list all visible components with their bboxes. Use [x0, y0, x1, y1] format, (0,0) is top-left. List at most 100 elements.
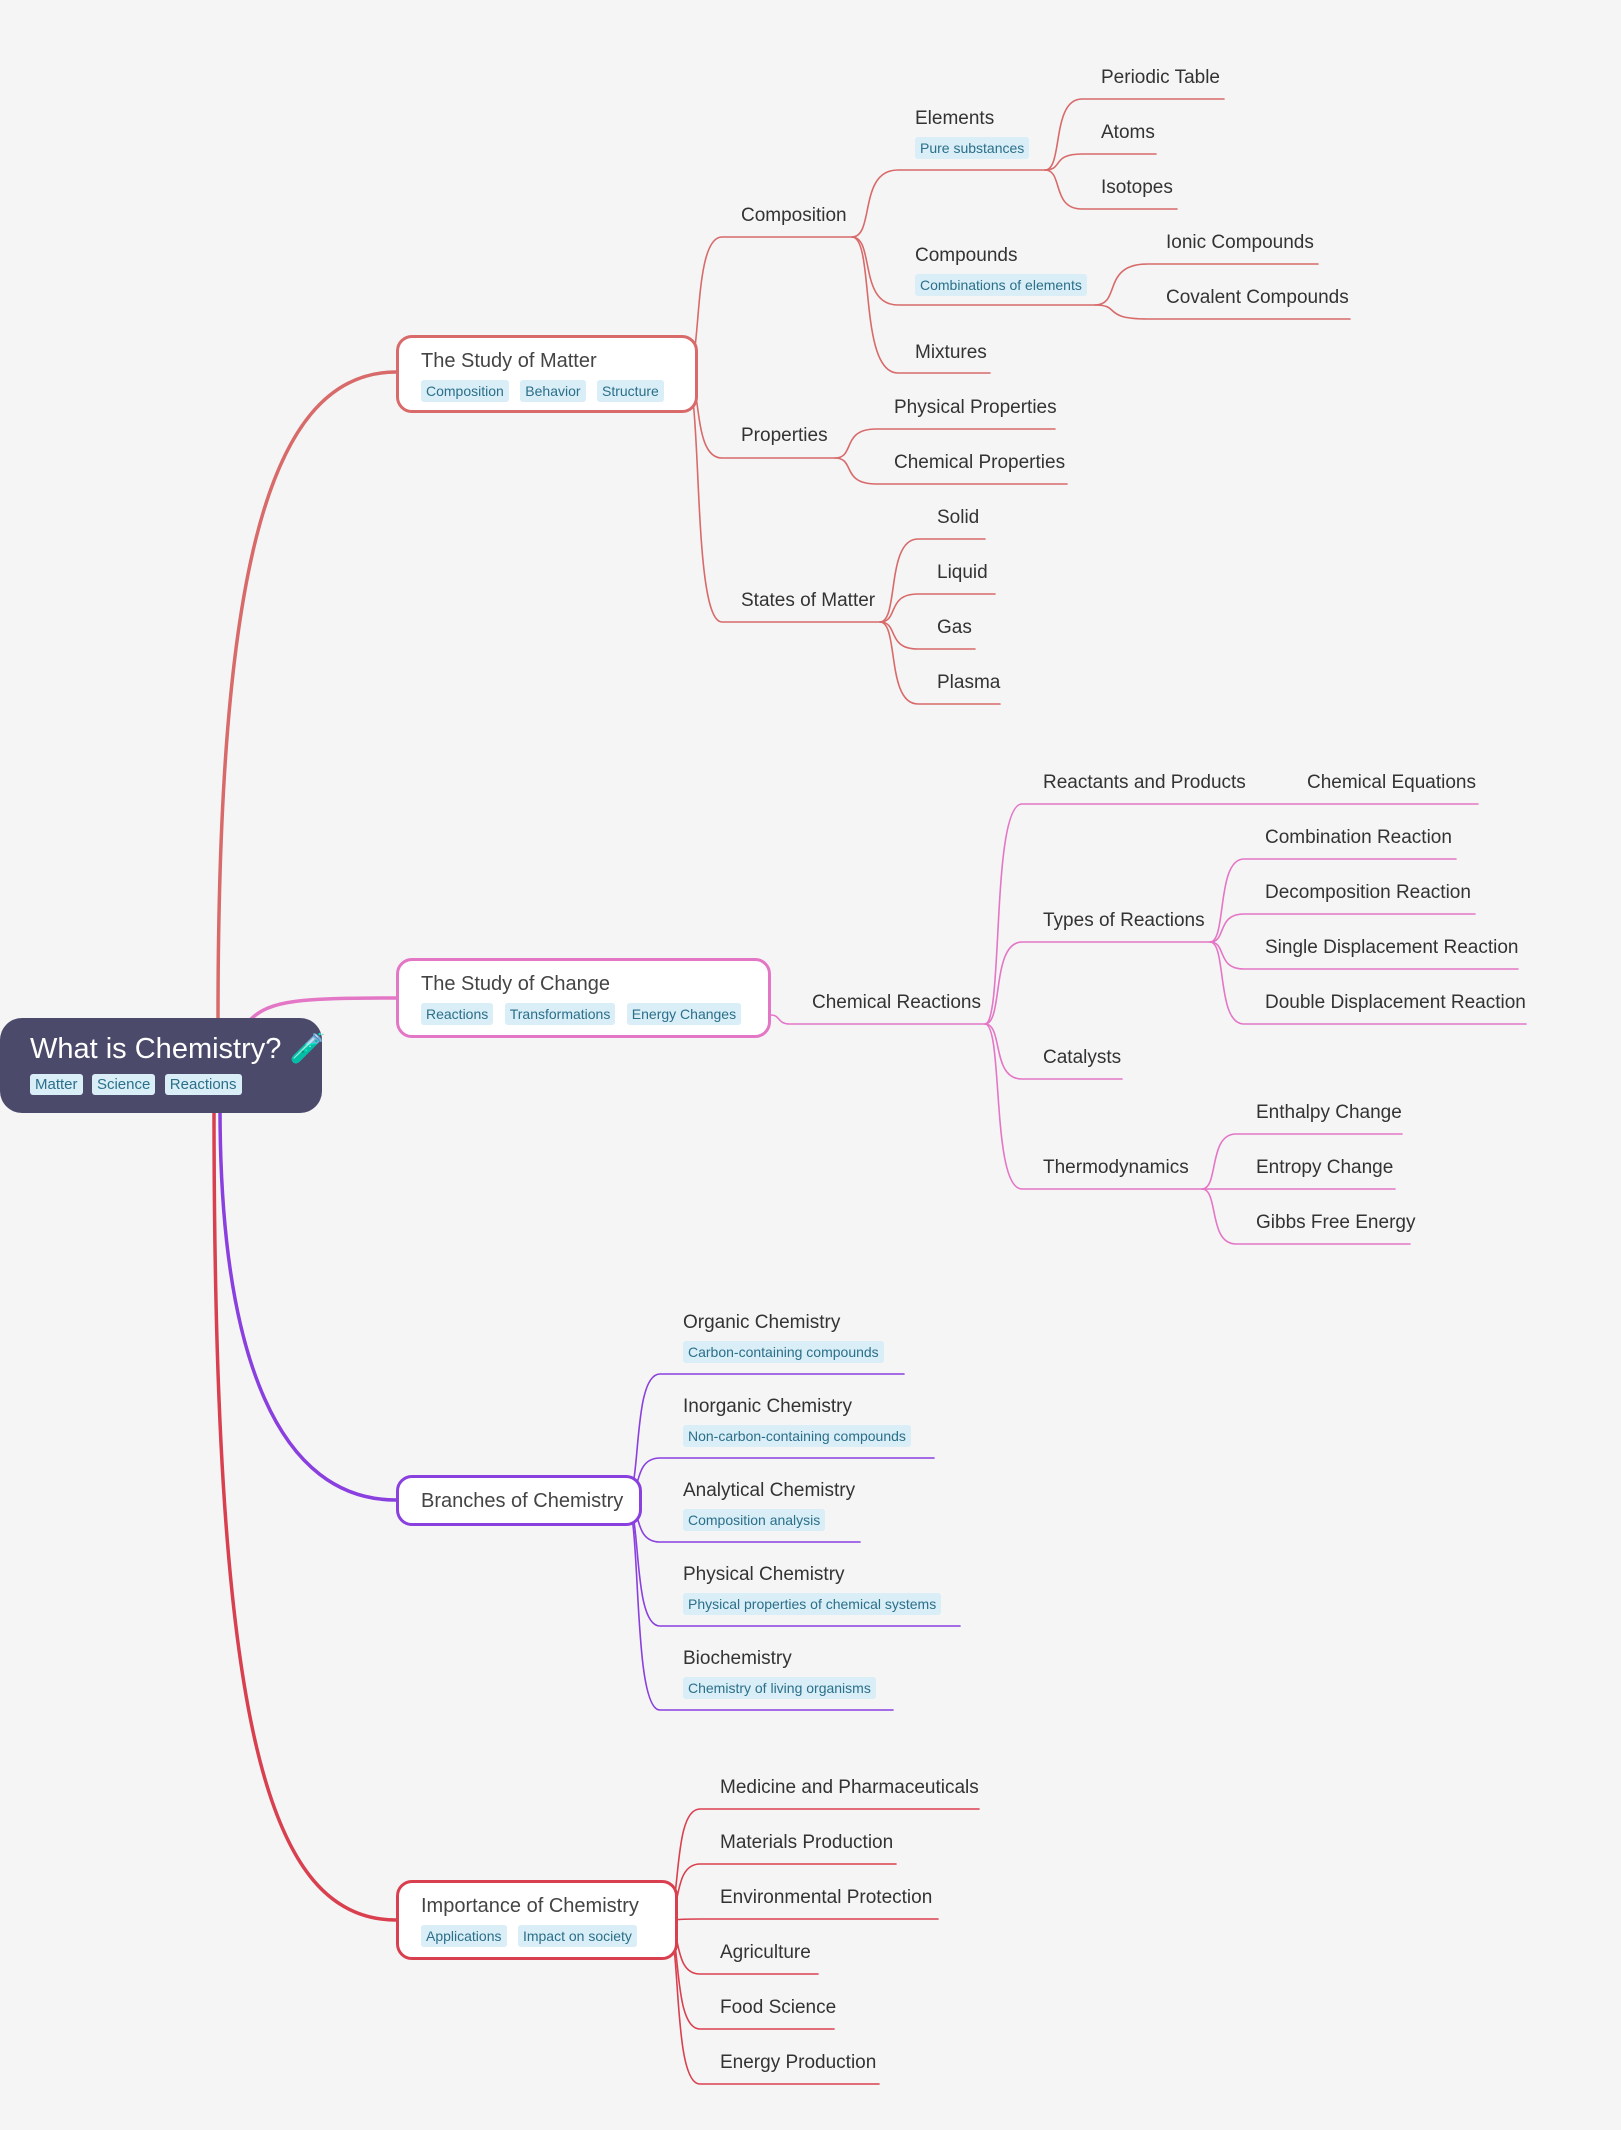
subtopic-mixtures[interactable]: Mixtures — [915, 342, 987, 363]
subtopic-isotopes[interactable]: Isotopes — [1101, 177, 1173, 198]
connector-line — [984, 803, 1479, 1025]
note-tag: Carbon-containing compounds — [683, 1341, 884, 1363]
subtopic-medicine[interactable]: Medicine and Pharmaceuticals — [720, 1777, 979, 1798]
root-connector — [248, 996, 398, 1022]
root-connector — [212, 1106, 398, 1922]
root-topic-label: What is Chemistry? 🧪 — [30, 1033, 326, 1065]
connector-line — [770, 1014, 986, 1025]
tag: Structure — [597, 380, 664, 402]
root-tag-science: Science — [91, 1074, 156, 1095]
tag: Energy Changes — [626, 1003, 742, 1025]
note-tag: Composition analysis — [683, 1509, 826, 1531]
note-tag: Non-carbon-containing compounds — [683, 1425, 911, 1447]
connector-line — [851, 236, 1096, 306]
note-tag: Pure substances — [915, 137, 1030, 159]
subtopic-thermodynamics[interactable]: Thermodynamics — [1043, 1157, 1189, 1178]
topic-branches-of-chemistry[interactable]: Branches of Chemistry — [396, 1475, 642, 1526]
subtopic-properties[interactable]: Properties — [741, 425, 828, 446]
note-tag: Chemistry of living organisms — [683, 1677, 876, 1699]
subtopic-entropy-change[interactable]: Entropy Change — [1256, 1157, 1394, 1178]
topic-tags: Applications Impact on society — [421, 1925, 675, 1947]
connector-line — [834, 428, 1056, 459]
topic-tags: Composition Behavior Structure — [421, 380, 695, 402]
root-topic-tags: Matter Science Reactions — [30, 1074, 322, 1095]
connector-line — [834, 457, 1068, 485]
tag: Impact on society — [517, 1925, 637, 1947]
tag: Applications — [421, 1925, 507, 1947]
topic-study-of-change[interactable]: The Study of Change Reactions Transforma… — [396, 958, 771, 1038]
subtopic-chemical-properties[interactable]: Chemical Properties — [894, 452, 1066, 473]
connector-line — [1201, 1133, 1403, 1190]
topic-study-of-matter[interactable]: The Study of Matter Composition Behavior… — [396, 335, 698, 413]
subtopic-reactants-and-products[interactable]: Reactants and Products — [1043, 772, 1246, 793]
subtopic-energy-production[interactable]: Energy Production — [720, 2052, 877, 2073]
subtopic-states-of-matter[interactable]: States of Matter — [741, 590, 876, 611]
subtopic-agriculture[interactable]: Agriculture — [720, 1942, 811, 1963]
subtopic-ionic-compounds[interactable]: Ionic Compounds — [1166, 232, 1314, 253]
tag: Composition — [421, 380, 509, 402]
subtopic-atoms[interactable]: Atoms — [1101, 122, 1155, 143]
topic-label: The Study of Change — [421, 973, 611, 995]
connector-line — [879, 621, 1001, 705]
subtopic-physical-properties[interactable]: Physical Properties — [894, 397, 1057, 418]
subtopic-materials-production[interactable]: Materials Production — [720, 1832, 894, 1853]
subtopic-composition[interactable]: Composition — [741, 205, 847, 226]
connector-line — [984, 1023, 1123, 1080]
connector-line — [1044, 169, 1178, 210]
root-tag-reactions: Reactions — [164, 1074, 242, 1095]
connector-line — [1201, 1188, 1411, 1245]
topic-label: Importance of Chemistry — [421, 1895, 639, 1917]
subtopic-double-displacement-reaction[interactable]: Double Displacement Reaction — [1265, 992, 1526, 1013]
connector-line — [879, 621, 976, 650]
connector-line — [1094, 304, 1351, 320]
subtopic-solid[interactable]: Solid — [937, 507, 980, 528]
connector-line — [1209, 858, 1457, 943]
subtopic-plasma[interactable]: Plasma — [937, 672, 1001, 693]
subtopic-chemical-reactions[interactable]: Chemical Reactions — [812, 992, 981, 1013]
note-tag: Combinations of elements — [915, 274, 1087, 296]
tag: Transformations — [504, 1003, 616, 1025]
subtopic-catalysts[interactable]: Catalysts — [1043, 1047, 1122, 1068]
connector-line — [1209, 941, 1519, 970]
subtopic-gas[interactable]: Gas — [937, 617, 972, 638]
subtopic-decomposition-reaction[interactable]: Decomposition Reaction — [1265, 882, 1471, 903]
connector-line — [984, 941, 1211, 1025]
connector-line — [851, 236, 991, 374]
root-tag-matter: Matter — [30, 1074, 83, 1095]
subtopic-combination-reaction[interactable]: Combination Reaction — [1265, 827, 1452, 848]
connector-line — [1044, 98, 1225, 171]
subtopic-types-of-reactions[interactable]: Types of Reactions — [1043, 910, 1205, 931]
subtopic-single-displacement-reaction[interactable]: Single Displacement Reaction — [1265, 937, 1519, 958]
subtopic-covalent-compounds[interactable]: Covalent Compounds — [1166, 287, 1349, 308]
subtopic-chemical-equations[interactable]: Chemical Equations — [1307, 772, 1476, 793]
connector-line — [1044, 153, 1157, 171]
root-connector — [216, 370, 398, 1022]
connector-line — [984, 1023, 1203, 1190]
tag: Behavior — [520, 380, 586, 402]
connector-line — [879, 593, 996, 623]
subtopic-enthalpy-change[interactable]: Enthalpy Change — [1256, 1102, 1402, 1123]
topic-importance-of-chemistry[interactable]: Importance of Chemistry Applications Imp… — [396, 1880, 678, 1960]
root-connector — [218, 1106, 398, 1502]
connector-line — [1209, 941, 1527, 1025]
subtopic-food-science[interactable]: Food Science — [720, 1997, 837, 2018]
subtopic-gibbs-free-energy[interactable]: Gibbs Free Energy — [1256, 1212, 1416, 1233]
topic-label: Branches of Chemistry — [421, 1490, 624, 1512]
connector-line — [851, 169, 1046, 238]
subtopic-environmental-protection[interactable]: Environmental Protection — [720, 1887, 933, 1908]
note-tag: Physical properties of chemical systems — [683, 1593, 942, 1615]
root-topic[interactable]: What is Chemistry? 🧪 Matter Science Reac… — [0, 1018, 326, 1113]
topic-label: The Study of Matter — [421, 350, 597, 372]
connector-line — [1209, 913, 1476, 943]
subtopic-liquid[interactable]: Liquid — [937, 562, 988, 583]
connector-line — [1094, 263, 1319, 306]
subtopic-periodic-table[interactable]: Periodic Table — [1101, 67, 1221, 88]
